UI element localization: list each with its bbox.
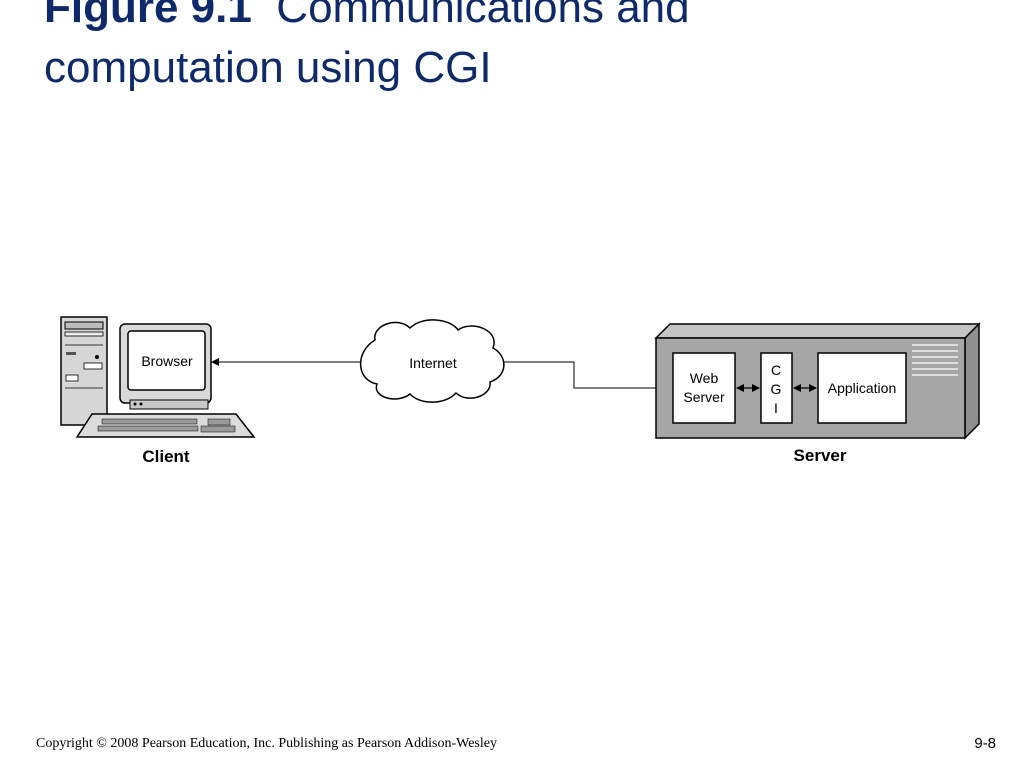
server-label: Server [794,446,847,465]
pc-tower-icon [60,316,108,426]
page-number: 9-8 [974,735,996,752]
internet-label: Internet [409,355,457,371]
title-line2: computation using CGI [44,43,492,92]
cgi-letter-g: G [771,381,782,397]
web-server-label-line1: Web [690,370,719,386]
cloud-icon [359,319,505,403]
copyright-text: Copyright © 2008 Pearson Education, Inc.… [36,736,497,751]
cgi-letter-i: I [774,400,778,416]
cgi-box [760,352,793,424]
client-label: Client [142,447,190,466]
application-label: Application [828,380,897,396]
web-server-label-line2: Server [683,389,725,405]
web-server-box [672,352,736,424]
figure-number: Figure 9.1 [44,0,252,32]
slide-title: Figure 9.1 Communications and computation… [44,0,690,98]
internet-to-server-arrow [504,361,673,392]
cgi-letter-c: C [771,362,781,378]
application-box [817,352,907,424]
keyboard-icon [75,413,256,438]
title-line1: Communications and [276,0,690,32]
browser-label: Browser [141,353,193,369]
